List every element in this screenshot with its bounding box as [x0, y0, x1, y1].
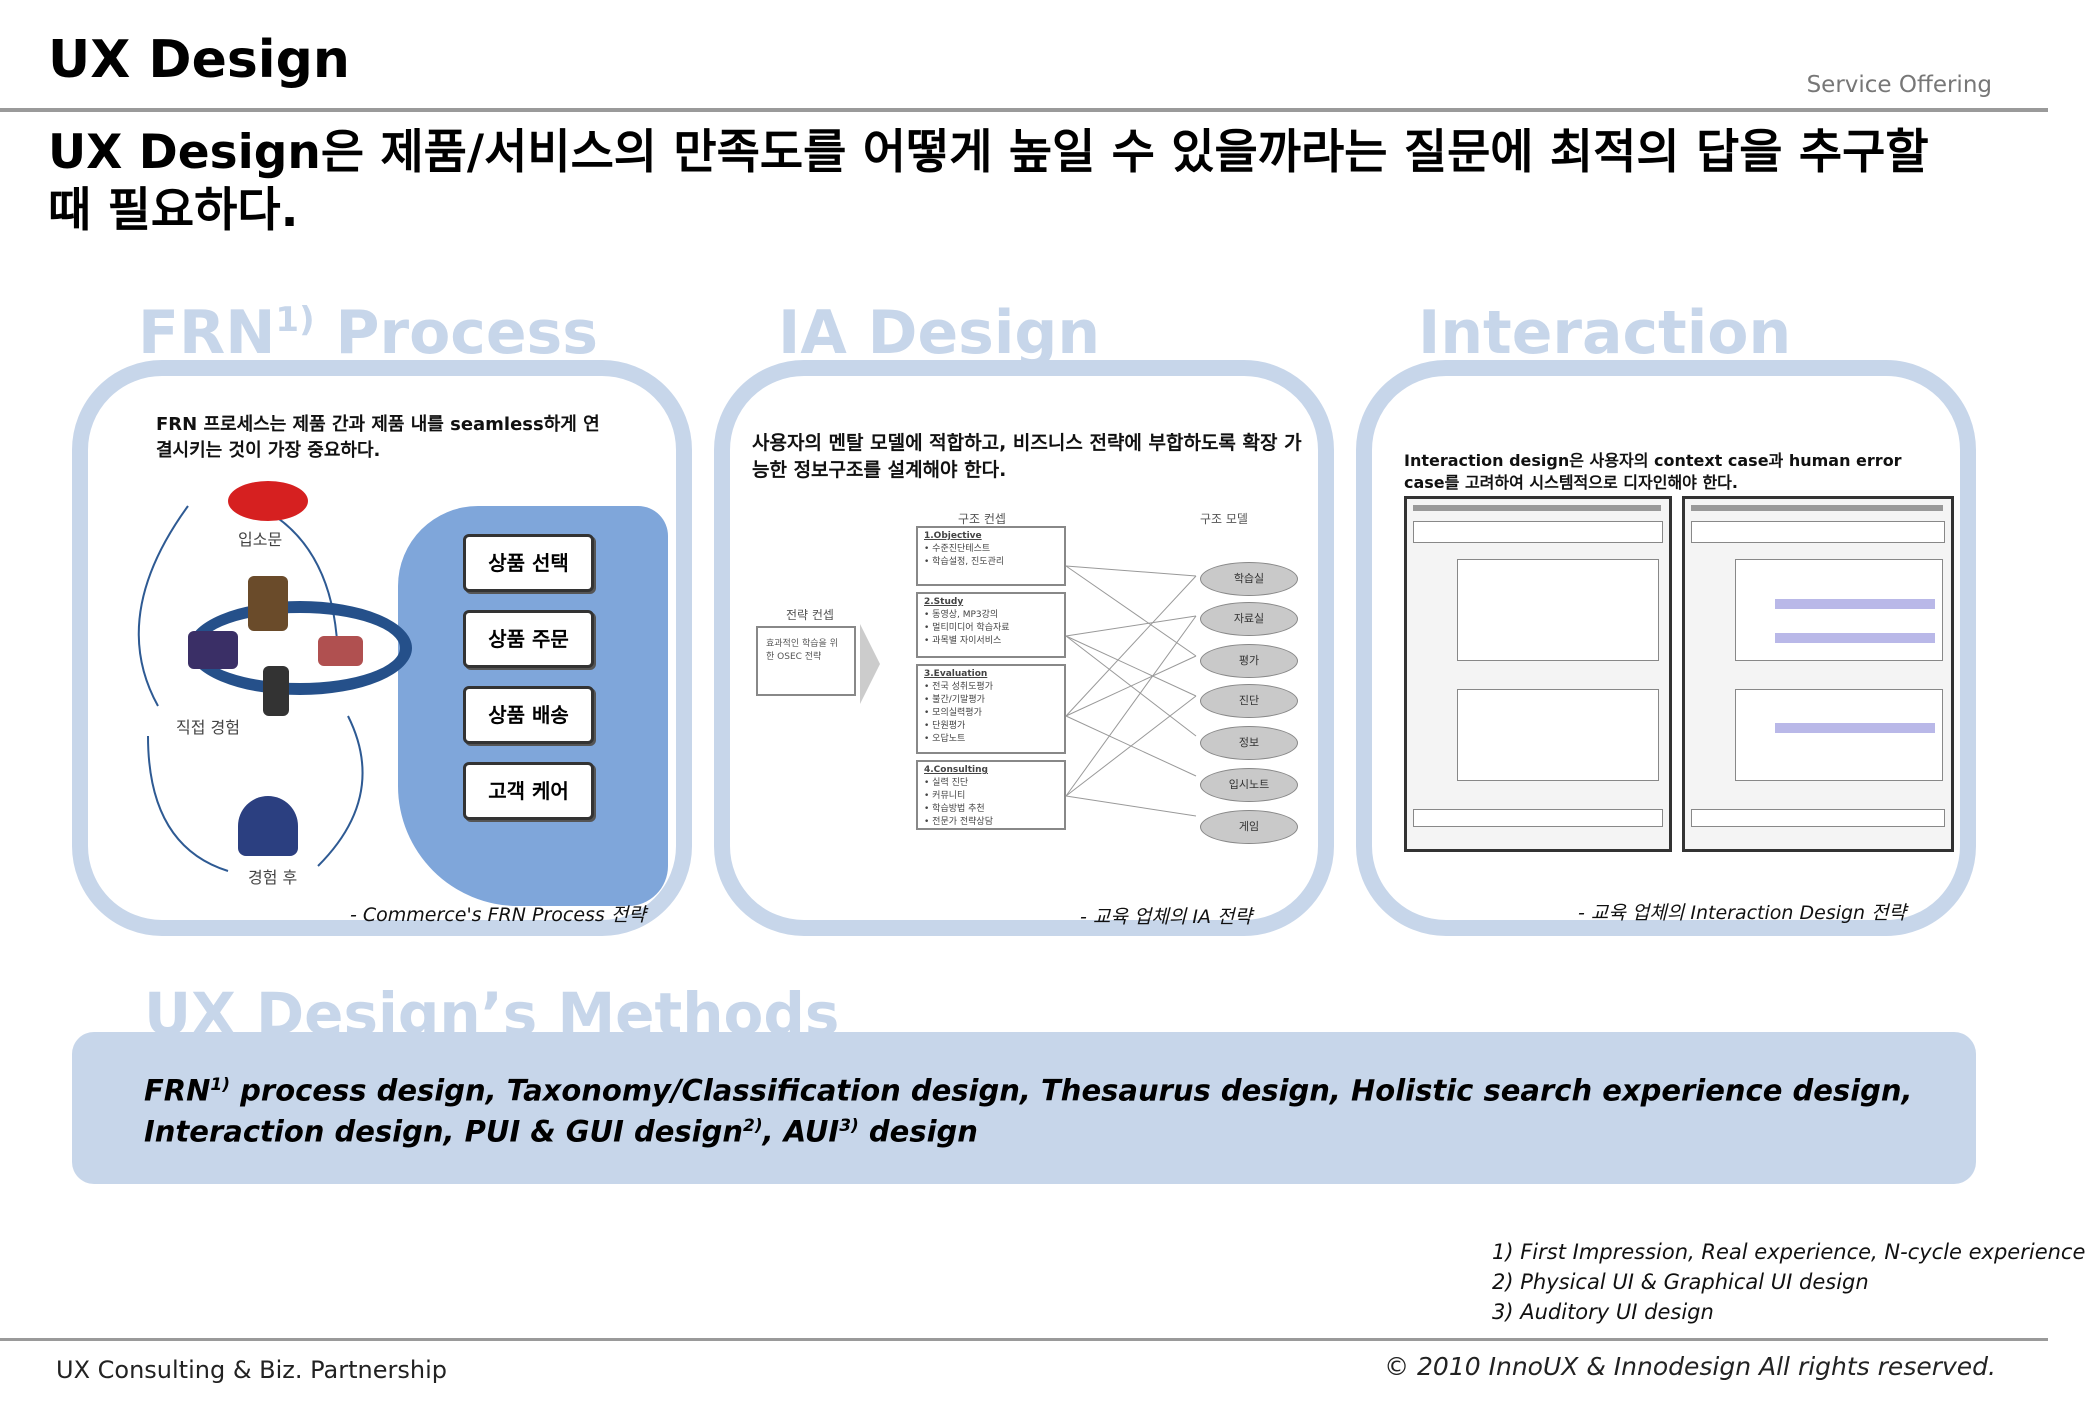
ia-strategy-header: 전략 컨셉 — [786, 608, 834, 622]
tablet-icon — [248, 576, 288, 631]
label-after-experience: 경험 후 — [248, 868, 298, 887]
ia-section-consulting: 4.Consulting • 실력 진단• 커뮤니티• 학습방법 추천• 전문가… — [916, 760, 1066, 830]
ia-model-6: 입시노트 — [1200, 768, 1298, 802]
phone-icon — [263, 666, 289, 716]
frn-process-panel: FRN 프로세스는 제품 간과 제품 내를 seamless하게 연결시키는 것… — [72, 360, 692, 936]
ia-structure-header: 구조 컨셉 — [958, 512, 1006, 526]
ia-strategy-box: 효과적인 학습을 위한 OSEC 전략 — [756, 626, 856, 696]
ia-arrow — [860, 624, 880, 704]
ia-design-title: IA Design — [778, 298, 1101, 368]
wireframe-screen-right — [1682, 496, 1954, 852]
label-direct-experience: 직접 경험 — [176, 718, 240, 737]
ia-description: 사용자의 멘탈 모델에 적합하고, 비즈니스 전략에 부합하도록 확장 가능한 … — [752, 432, 1302, 481]
frn-step-select: 상품 선택 — [463, 534, 594, 592]
headline: UX Design은 제품/서비스의 만족도를 어떻게 높일 수 있을까라는 질… — [48, 125, 1929, 238]
ia-model-5: 정보 — [1200, 726, 1298, 760]
wireframe-screen-left — [1404, 496, 1672, 852]
methods-title: UX Design’s Methods — [144, 980, 840, 1048]
ia-model-7: 게임 — [1200, 810, 1298, 844]
interaction-title: Interaction — [1418, 298, 1792, 368]
frn-step-delivery: 상품 배송 — [463, 686, 594, 744]
person-icon — [238, 796, 298, 856]
ia-model-3: 평가 — [1200, 644, 1298, 678]
copyright: © 2010 InnoUX & Innodesign All rights re… — [1384, 1352, 1996, 1381]
interaction-panel: Interaction design은 사용자의 context case과 h… — [1356, 360, 1976, 936]
ia-model-1: 학습실 — [1200, 562, 1298, 596]
ia-structure-column: 1.Objective • 수준진단테스트• 학습설정, 진도관리 2.Stud… — [916, 526, 1066, 846]
frn-description: FRN 프로세스는 제품 간과 제품 내를 seamless하게 연결시키는 것… — [156, 414, 600, 461]
header-divider — [0, 108, 2048, 112]
ia-caption: - 교육 업체의 IA 전략 — [1080, 906, 1252, 928]
ia-design-panel: 사용자의 멘탈 모델에 적합하고, 비즈니스 전략에 부합하도록 확장 가능한 … — [714, 360, 1334, 936]
page-title: UX Design — [48, 30, 350, 90]
monitor-icon — [188, 631, 238, 669]
lips-icon — [228, 481, 308, 521]
label-word-of-mouth: 입소문 — [238, 530, 283, 549]
methods-box — [72, 1032, 1976, 1184]
footnote-1: 1) First Impression, Real experience, N-… — [1492, 1240, 2085, 1264]
ia-model-4: 진단 — [1200, 684, 1298, 718]
frn-process-title: FRN1) Process — [138, 298, 598, 368]
interaction-caption: - 교육 업체의 Interaction Design 전략 — [1578, 902, 1907, 924]
footer-divider — [0, 1338, 2048, 1341]
frn-step-order: 상품 주문 — [463, 610, 594, 668]
methods-text: FRN1) process design, Taxonomy/Classific… — [144, 1073, 1913, 1149]
section-label: Service Offering — [1806, 72, 1992, 98]
footer-left: UX Consulting & Biz. Partnership — [56, 1356, 447, 1384]
interaction-description: Interaction design은 사용자의 context case과 h… — [1404, 451, 1902, 492]
ia-model-header: 구조 모델 — [1200, 512, 1248, 526]
laptop-icon — [318, 636, 363, 666]
frn-caption: - Commerce's FRN Process 전략 — [350, 904, 646, 926]
frn-step-care: 고객 케어 — [463, 762, 594, 820]
ia-mapping-lines — [1065, 565, 1197, 817]
ia-section-study: 2.Study • 동영상, MP3강의• 멀티미디어 학습자료• 과목별 자이… — [916, 592, 1066, 658]
footnote-2: 2) Physical UI & Graphical UI design — [1492, 1270, 1869, 1294]
ia-model-2: 자료실 — [1200, 602, 1298, 636]
ia-section-objective: 1.Objective • 수준진단테스트• 학습설정, 진도관리 — [916, 526, 1066, 586]
ia-section-evaluation: 3.Evaluation • 전국 성취도평가• 불간/기말평가• 모의실력평가… — [916, 664, 1066, 754]
footnote-3: 3) Auditory UI design — [1492, 1300, 1714, 1324]
